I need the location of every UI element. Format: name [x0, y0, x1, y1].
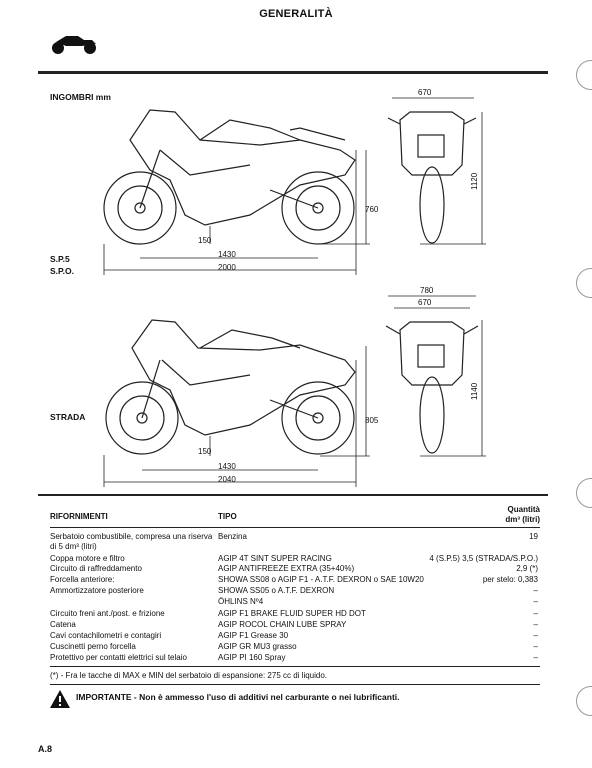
page-edge-notch [576, 686, 592, 716]
table-row: Forcella anteriore:SHOWA SS08 o AGIP F1 … [50, 575, 538, 584]
dim-front-width-top: 780 [420, 286, 434, 295]
page-title: GENERALITÀ [259, 8, 333, 20]
page-edge-notch [576, 268, 592, 298]
warning-text: IMPORTANTE - Non è ammesso l'uso di addi… [76, 692, 400, 702]
page-edge-notch [576, 478, 592, 508]
dim-ground-clearance: 150 [198, 447, 212, 456]
table-header-rule [50, 527, 540, 528]
col-header-rifornimenti: RIFORNIMENTI [50, 512, 108, 521]
table-row: Serbatoio combustibile, compresa una ris… [50, 532, 538, 541]
header-rule [38, 71, 548, 74]
section-heading: INGOMBRI mm [50, 92, 111, 102]
dim-front-width: 670 [418, 88, 432, 97]
table-bottom-rule [50, 666, 540, 667]
table-row: ÖHLINS Nº4– [218, 597, 538, 606]
col-header-tipo: TIPO [218, 512, 237, 521]
dim-overall-length: 2000 [218, 263, 236, 272]
dim-front-height: 1120 [470, 172, 479, 190]
dim-overall-length: 2040 [218, 475, 236, 484]
col-header-quantita: Quantità [507, 505, 540, 514]
model-label-sp5: S.P.5 [50, 254, 70, 264]
dim-seat-height: 760 [365, 205, 379, 214]
dim-ground-clearance: 150 [198, 236, 212, 245]
footnote-rule [50, 684, 540, 685]
table-row: di 5 dm³ (litri) [50, 542, 97, 551]
dim-wheelbase: 1430 [218, 462, 236, 471]
table-row: Protettivo per contatti elettrici sul te… [50, 653, 538, 662]
col-header-quantita-unit: dm³ (litri) [505, 515, 540, 524]
page-edge-notch [576, 60, 592, 90]
footnote: (*) - Fra le tacche di MAX e MIN del ser… [50, 671, 328, 680]
dim-wheelbase: 1430 [218, 250, 236, 259]
page-number: A.8 [38, 744, 53, 754]
model-label-spo: S.P.O. [50, 266, 74, 276]
table-top-rule [38, 494, 548, 496]
dim-seat-height: 805 [365, 416, 379, 425]
dim-front-width: 670 [418, 298, 432, 307]
model-label-strada: STRADA [50, 412, 86, 422]
dim-front-height: 1140 [470, 382, 479, 400]
